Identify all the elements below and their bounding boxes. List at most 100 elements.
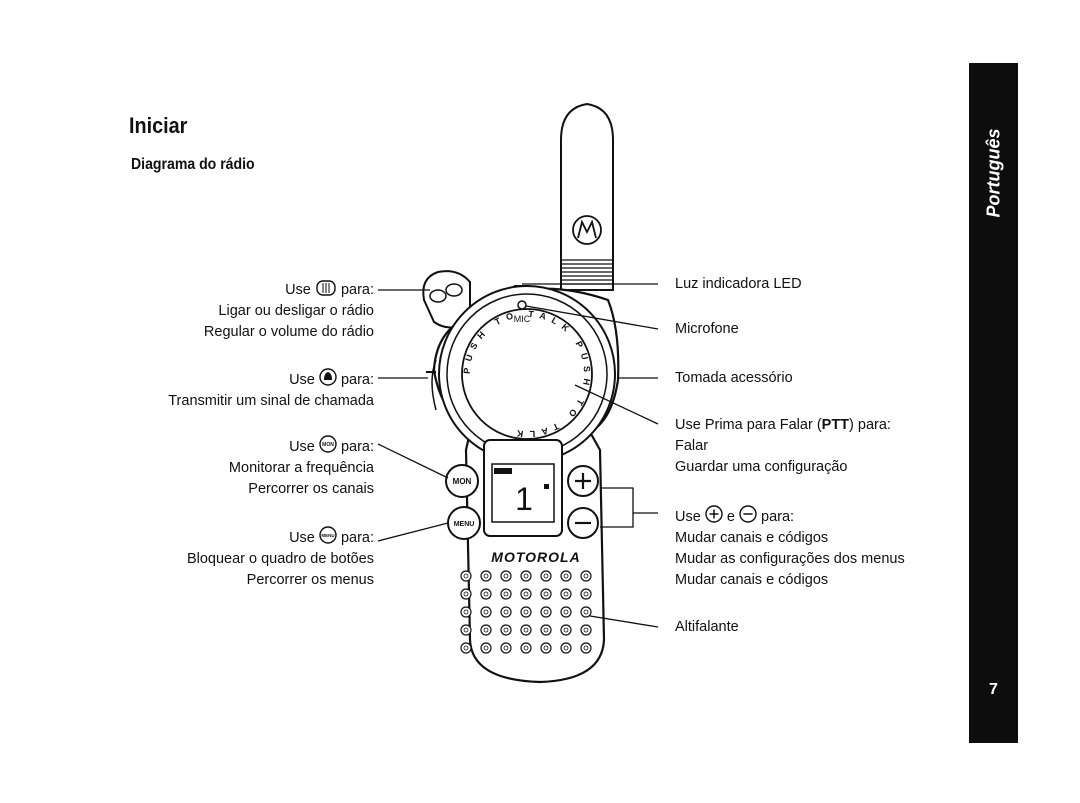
ptt-line-talk: Falar (675, 438, 709, 454)
speaker-hole (560, 570, 572, 582)
call-para-text: para: (340, 372, 374, 388)
speaker-hole-inner (523, 645, 529, 651)
led-label: Luz indicadora LED (675, 276, 802, 292)
speaker-hole-inner (583, 609, 589, 615)
speaker-hole-inner (483, 591, 489, 597)
speaker-hole (540, 642, 552, 654)
plusminus-para-text: para: (761, 509, 795, 525)
mon-callout: Use MON para: Monitorar a frequência Per… (229, 435, 374, 500)
speaker-hole-inner (503, 573, 509, 579)
speaker-hole (500, 606, 512, 618)
ptt-line-save: Guardar uma configuração (675, 459, 848, 475)
display-channel: 1 (515, 481, 533, 517)
speaker-hole-inner (523, 609, 529, 615)
speaker-hole-inner (543, 627, 549, 633)
speaker-hole (540, 570, 552, 582)
speaker-hole (460, 570, 472, 582)
page-number: 7 (989, 681, 998, 698)
plusminus-callout-heading: Use e para: (675, 505, 905, 528)
speaker-hole-inner (543, 645, 549, 651)
knob-callout: Use para: Ligar ou desligar o rádio Regu… (204, 280, 374, 343)
speaker-hole (460, 606, 472, 618)
speaker-hole-inner (583, 627, 589, 633)
speaker-hole-inner (523, 627, 529, 633)
speaker-hole (480, 624, 492, 636)
plusminus-and-text: e (726, 509, 735, 525)
speaker-hole (520, 606, 532, 618)
speaker-hole-inner (463, 627, 469, 633)
mon-button: MON (445, 464, 479, 498)
menu-button: MENU (447, 506, 481, 540)
speaker-hole (520, 588, 532, 600)
speaker-hole (480, 606, 492, 618)
menu-para-text: para: (340, 530, 374, 546)
ptt-suffix: ) para: (849, 417, 891, 433)
speaker-hole (460, 624, 472, 636)
menu-use-text: Use (289, 530, 315, 546)
speaker-hole-inner (463, 645, 469, 651)
speaker-hole (580, 624, 592, 636)
menu-callout: Use MENU para: Bloquear o quadro de botõ… (187, 526, 374, 591)
speaker-hole (560, 588, 572, 600)
knob-line-volume: Regular o volume do rádio (203, 324, 374, 340)
knob-line-power: Ligar ou desligar o rádio (218, 303, 374, 319)
knob-callout-heading: Use para: (204, 280, 374, 301)
battery-icon (494, 468, 512, 474)
ptt-bold: PTT (821, 417, 850, 433)
menu-button-label: MENU (454, 521, 475, 528)
speaker-hole (480, 570, 492, 582)
speaker-hole (540, 606, 552, 618)
mic-callout-label: Microfone (675, 321, 739, 337)
speaker-hole-inner (503, 627, 509, 633)
speaker-hole (500, 624, 512, 636)
speaker-hole-inner (543, 573, 549, 579)
page-title: Iniciar (129, 113, 188, 138)
menu-line-menus: Percorrer os menus (246, 572, 374, 588)
speaker-hole-inner (463, 609, 469, 615)
mon-para-text: para: (340, 439, 374, 455)
volume-knob-icon (316, 280, 336, 296)
plus-button (567, 465, 599, 497)
plusminus-use-text: Use (675, 509, 701, 525)
plusminus-callout: Use e para: Mudar canais e códigos Mudar… (675, 505, 905, 591)
speaker-hole-inner (483, 609, 489, 615)
speaker-hole-inner (563, 573, 569, 579)
speaker-hole (520, 624, 532, 636)
speaker-hole-inner (543, 591, 549, 597)
minus-icon (739, 505, 757, 523)
antenna (560, 102, 614, 291)
speaker-label: Altifalante (675, 619, 739, 635)
speaker-hole (500, 588, 512, 600)
mon-line-scan: Percorrer os canais (248, 481, 374, 497)
plusminus-line-2: Mudar as configurações dos menus (675, 551, 905, 567)
call-callout: Use para: Transmitir um sinal de chamada (168, 368, 374, 412)
lcd-display: 1 (483, 439, 563, 537)
knob-para-text: para: (340, 282, 374, 298)
speaker-hole (560, 606, 572, 618)
speaker-hole (560, 642, 572, 654)
knob-use-text: Use (285, 282, 311, 298)
call-bell-icon (319, 368, 337, 386)
ptt-callout-heading: Use Prima para Falar (PTT) para: (675, 415, 891, 436)
leader-lines (377, 283, 659, 628)
speaker-hole (560, 624, 572, 636)
menu-button-icon: MENU (319, 526, 337, 544)
speaker-hole (480, 588, 492, 600)
speaker-hole (500, 642, 512, 654)
ptt-callout: Use Prima para Falar (PTT) para: Falar G… (675, 415, 891, 478)
call-line-signal: Transmitir um sinal de chamada (168, 393, 374, 409)
speaker-hole-inner (583, 645, 589, 651)
menu-icon-text: MENU (321, 533, 334, 538)
speaker-hole-inner (563, 609, 569, 615)
mon-use-text: Use (289, 439, 315, 455)
speaker-hole (520, 570, 532, 582)
speaker-hole-inner (523, 573, 529, 579)
speaker-hole-inner (523, 591, 529, 597)
speaker-hole-inner (563, 591, 569, 597)
mon-button-label: MON (453, 477, 472, 486)
speaker-hole-inner (503, 645, 509, 651)
speaker-grille (460, 570, 592, 654)
call-callout-heading: Use para: (168, 368, 374, 391)
speaker-hole-inner (503, 591, 509, 597)
mon-button-icon: MON (319, 435, 337, 453)
